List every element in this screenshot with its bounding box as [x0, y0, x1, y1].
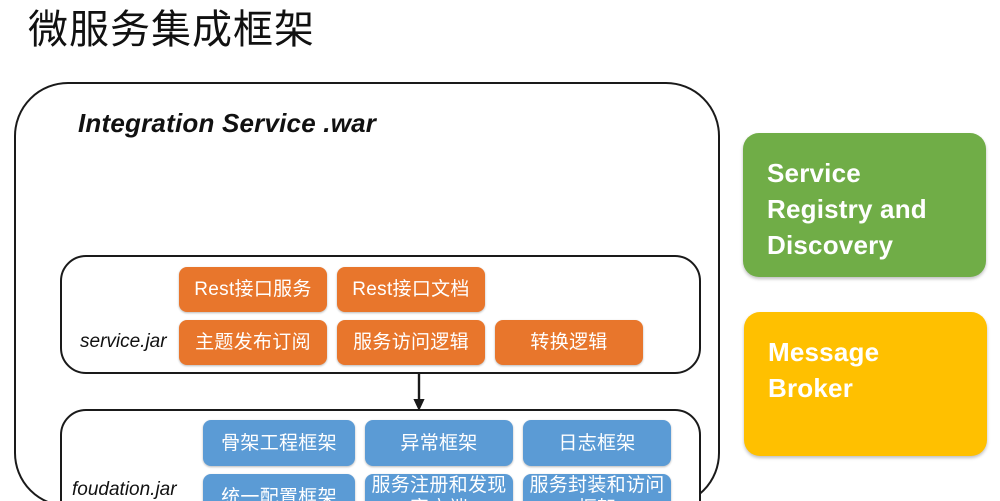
message-broker-box[interactable]: Message Broker [744, 312, 987, 456]
foundation-jar-label: foudation.jar [72, 479, 177, 500]
node-transform-logic[interactable]: 转换逻辑 [495, 320, 643, 365]
foundation-jar-node-grid: 骨架工程框架 异常框架 日志框架 统一配置框架 服务注册和发现客户端 服务封装和… [203, 420, 671, 501]
service-jar-panel: service.jar Rest接口服务 Rest接口文档 主题发布订阅 服务访… [60, 255, 701, 374]
node-skeleton-project-framework[interactable]: 骨架工程框架 [203, 420, 355, 466]
page-title: 微服务集成框架 [28, 8, 315, 52]
service-jar-label: service.jar [80, 331, 167, 352]
node-rest-interface-service[interactable]: Rest接口服务 [179, 267, 327, 312]
node-rest-interface-doc[interactable]: Rest接口文档 [337, 267, 485, 312]
service-jar-node-grid: Rest接口服务 Rest接口文档 主题发布订阅 服务访问逻辑 转换逻辑 [179, 267, 643, 365]
node-service-wrapper-access-framework[interactable]: 服务封装和访问框架 [523, 474, 671, 501]
node-unified-config-framework[interactable]: 统一配置框架 [203, 474, 355, 501]
node-placeholder-service-r1c3 [495, 267, 643, 312]
service-registry-and-discovery-box[interactable]: Service Registry and Discovery [743, 133, 986, 277]
node-topic-publish-subscribe[interactable]: 主题发布订阅 [179, 320, 327, 365]
arrow-down-icon [413, 372, 425, 411]
node-logging-framework[interactable]: 日志框架 [523, 420, 671, 466]
foundation-jar-panel: foudation.jar 骨架工程框架 异常框架 日志框架 统一配置框架 服务… [60, 409, 701, 501]
node-service-registry-discovery-client[interactable]: 服务注册和发现客户端 [365, 474, 513, 501]
integration-service-war-container: Integration Service .war service.jar Res… [14, 82, 720, 501]
node-exception-framework[interactable]: 异常框架 [365, 420, 513, 466]
node-service-access-logic[interactable]: 服务访问逻辑 [337, 320, 485, 365]
war-container-title: Integration Service .war [78, 108, 377, 138]
